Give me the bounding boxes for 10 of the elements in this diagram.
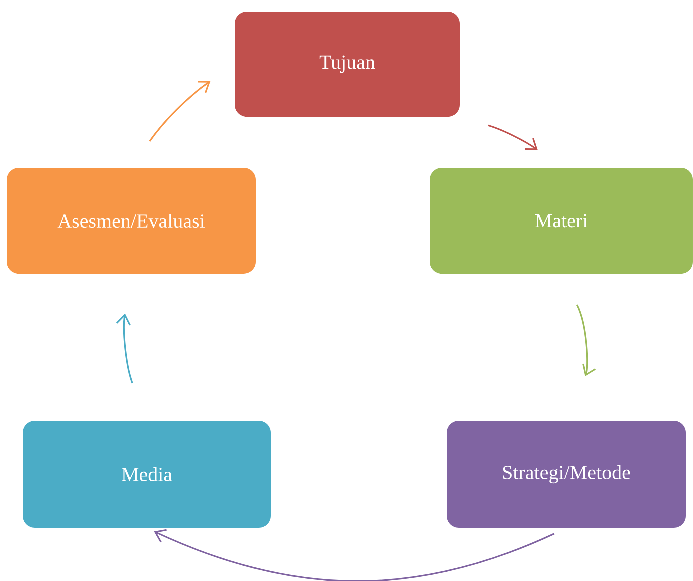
arrow [149,81,211,142]
process-box: Materi [430,168,693,274]
process-box: Asesmen/Evaluasi [7,168,256,274]
process-box: Media [23,421,271,528]
arrow [154,529,555,581]
process-box: Strategi/Metode [447,421,686,528]
arrow [116,314,134,384]
arrow [576,304,596,377]
process-box: Tujuan [235,12,460,117]
arrow [488,124,538,150]
